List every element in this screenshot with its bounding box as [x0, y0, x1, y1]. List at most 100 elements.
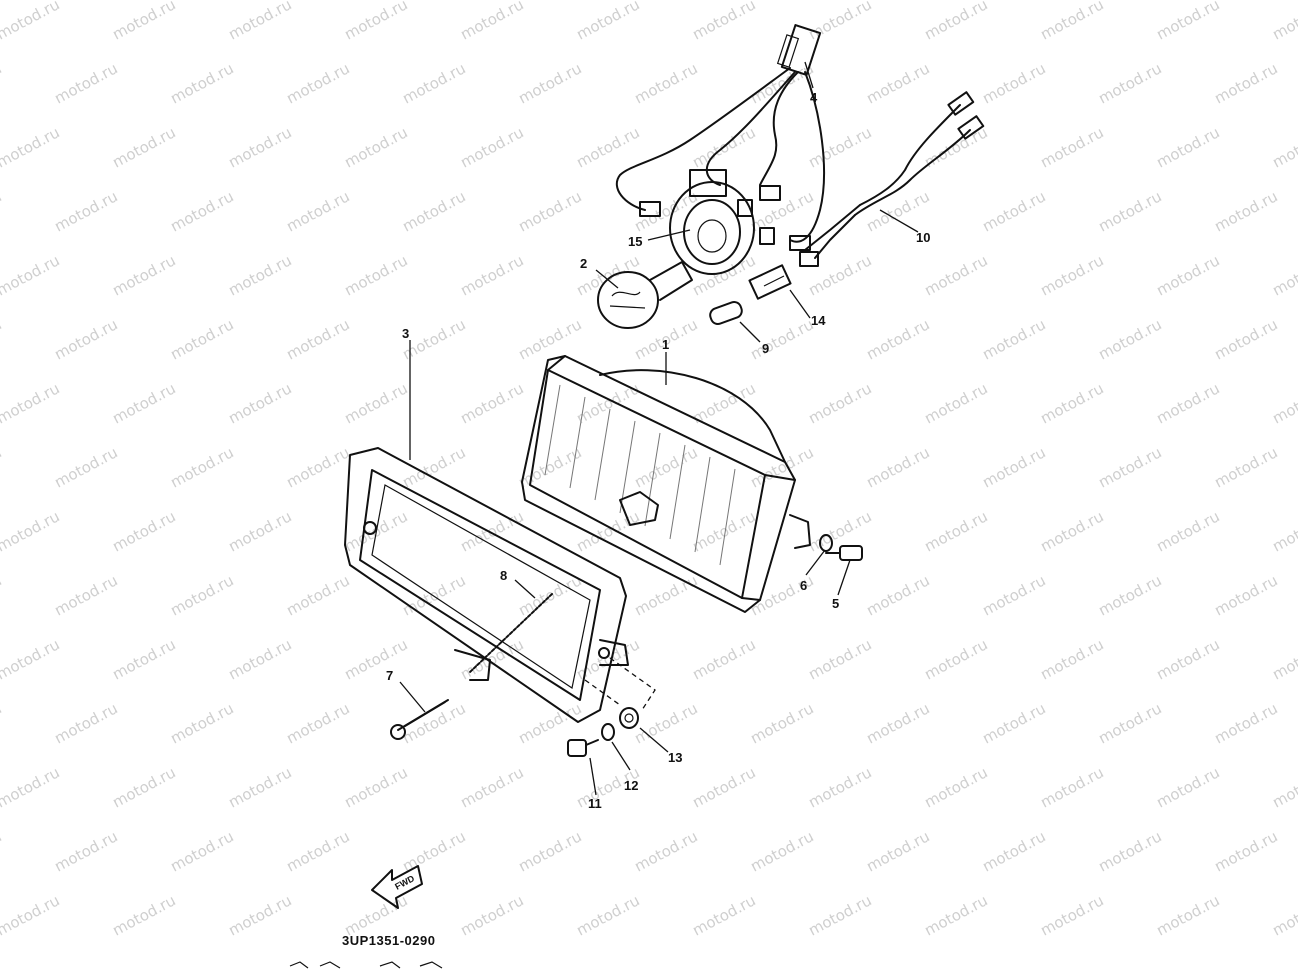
watermark-text: motod.ru	[1153, 635, 1222, 683]
watermark-text: motod.ru	[573, 123, 642, 171]
watermark-text: motod.ru	[1037, 763, 1106, 811]
callout-14: 14	[811, 313, 826, 328]
watermark-text: motod.ru	[225, 507, 294, 555]
watermark-text: motod.ru	[0, 123, 63, 171]
watermark-text: motod.ru	[0, 571, 5, 619]
headlight-unit	[521, 355, 811, 613]
watermark-text: motod.ru	[457, 0, 526, 44]
watermark-text: motod.ru	[167, 59, 236, 107]
watermark-text: motod.ru	[921, 635, 990, 683]
watermark-text: motod.ru	[283, 187, 352, 235]
callout-15: 15	[628, 234, 642, 249]
bolt-11	[567, 739, 599, 757]
watermark-text: motod.ru	[1211, 187, 1280, 235]
watermark-text: motod.ru	[1037, 635, 1106, 683]
watermark-text: motod.ru	[1153, 891, 1222, 939]
watermark-text: motod.ru	[1095, 443, 1164, 491]
watermark-text: motod.ru	[979, 571, 1048, 619]
watermark-text: motod.ru	[573, 0, 642, 44]
watermark-text: motod.ru	[1269, 635, 1298, 683]
watermark-text: motod.ru	[225, 123, 294, 171]
watermark-text: motod.ru	[573, 891, 642, 939]
watermark-text: motod.ru	[0, 763, 63, 811]
watermark-text: motod.ru	[225, 379, 294, 427]
watermark-text: motod.ru	[805, 635, 874, 683]
watermark-text: motod.ru	[921, 123, 990, 171]
watermark-text: motod.ru	[921, 891, 990, 939]
headlight-bulb	[597, 261, 693, 329]
watermark-text: motod.ru	[457, 763, 526, 811]
watermark-text: motod.ru	[225, 0, 294, 44]
watermark-text: motod.ru	[979, 315, 1048, 363]
watermark-text: motod.ru	[0, 891, 63, 939]
watermark-text: motod.ru	[51, 571, 120, 619]
watermark-text: motod.ru	[863, 59, 932, 107]
watermark-text: motod.ru	[0, 827, 5, 875]
watermark-text: motod.ru	[689, 763, 758, 811]
watermark-text: motod.ru	[805, 763, 874, 811]
watermark-text: motod.ru	[515, 187, 584, 235]
watermark-text: motod.ru	[689, 891, 758, 939]
watermark-text: motod.ru	[1211, 827, 1280, 875]
callout-5: 5	[832, 596, 839, 611]
watermark-text: motod.ru	[167, 827, 236, 875]
callout-4: 4	[810, 90, 818, 105]
watermark-text: motod.ru	[1269, 763, 1298, 811]
leader-lines	[399, 61, 919, 796]
watermark-text: motod.ru	[225, 635, 294, 683]
position-bulb-socket	[748, 264, 792, 300]
watermark-text: motod.ru	[1153, 0, 1222, 44]
watermark-text: motod.ru	[631, 443, 700, 491]
connector-harness	[615, 24, 825, 243]
watermark-text: motod.ru	[921, 507, 990, 555]
watermark-text: motod.ru	[1153, 379, 1222, 427]
callout-2: 2	[580, 256, 587, 271]
watermark-text: motod.ru	[1095, 699, 1164, 747]
watermark-text: motod.ru	[225, 763, 294, 811]
watermark-text: motod.ru	[863, 699, 932, 747]
watermark-text: motod.ru	[863, 315, 932, 363]
callout-7: 7	[386, 668, 393, 683]
watermark-text: motod.ru	[515, 315, 584, 363]
watermark-text: motod.ru	[51, 59, 120, 107]
watermark-text: motod.ru	[283, 571, 352, 619]
watermark-text: motod.ru	[805, 891, 874, 939]
watermark-text: motod.ru	[167, 571, 236, 619]
watermark-text: motod.ru	[747, 187, 816, 235]
watermark-text: motod.ru	[51, 699, 120, 747]
watermark-text: motod.ru	[689, 507, 758, 555]
watermark-text: motod.ru	[225, 891, 294, 939]
bolt-5	[825, 545, 863, 561]
watermark-text: motod.ru	[747, 699, 816, 747]
watermark-text: motod.ru	[109, 635, 178, 683]
watermark-text: motod.ru	[399, 187, 468, 235]
watermark-text: motod.ru	[0, 635, 63, 683]
watermark-text: motod.ru	[921, 763, 990, 811]
watermark-text: motod.ru	[921, 379, 990, 427]
watermark-text: motod.ru	[689, 251, 758, 299]
watermark-text: motod.ru	[399, 827, 468, 875]
sub-harness	[789, 91, 985, 267]
watermark-text: motod.ru	[341, 0, 410, 44]
watermark-text: motod.ru	[515, 59, 584, 107]
watermark-text: motod.ru	[1211, 315, 1280, 363]
watermark-text: motod.ru	[1095, 315, 1164, 363]
watermark-text: motod.ru	[747, 443, 816, 491]
watermark-text: motod.ru	[283, 827, 352, 875]
watermark-text: motod.ru	[805, 123, 874, 171]
watermark-text: motod.ru	[283, 699, 352, 747]
watermark-text: motod.ru	[109, 123, 178, 171]
watermark-text: motod.ru	[51, 827, 120, 875]
callout-11: 11	[588, 796, 602, 811]
watermark-text: motod.ru	[167, 443, 236, 491]
position-bulb	[709, 300, 743, 326]
watermark-text: motod.ru	[1095, 571, 1164, 619]
watermark-text: motod.ru	[863, 443, 932, 491]
watermark-text: motod.ru	[863, 571, 932, 619]
watermark-text: motod.ru	[921, 251, 990, 299]
watermark-text: motod.ru	[979, 827, 1048, 875]
watermark-text: motod.ru	[515, 827, 584, 875]
watermark-text: motod.ru	[689, 635, 758, 683]
watermark-text: motod.ru	[1269, 891, 1298, 939]
